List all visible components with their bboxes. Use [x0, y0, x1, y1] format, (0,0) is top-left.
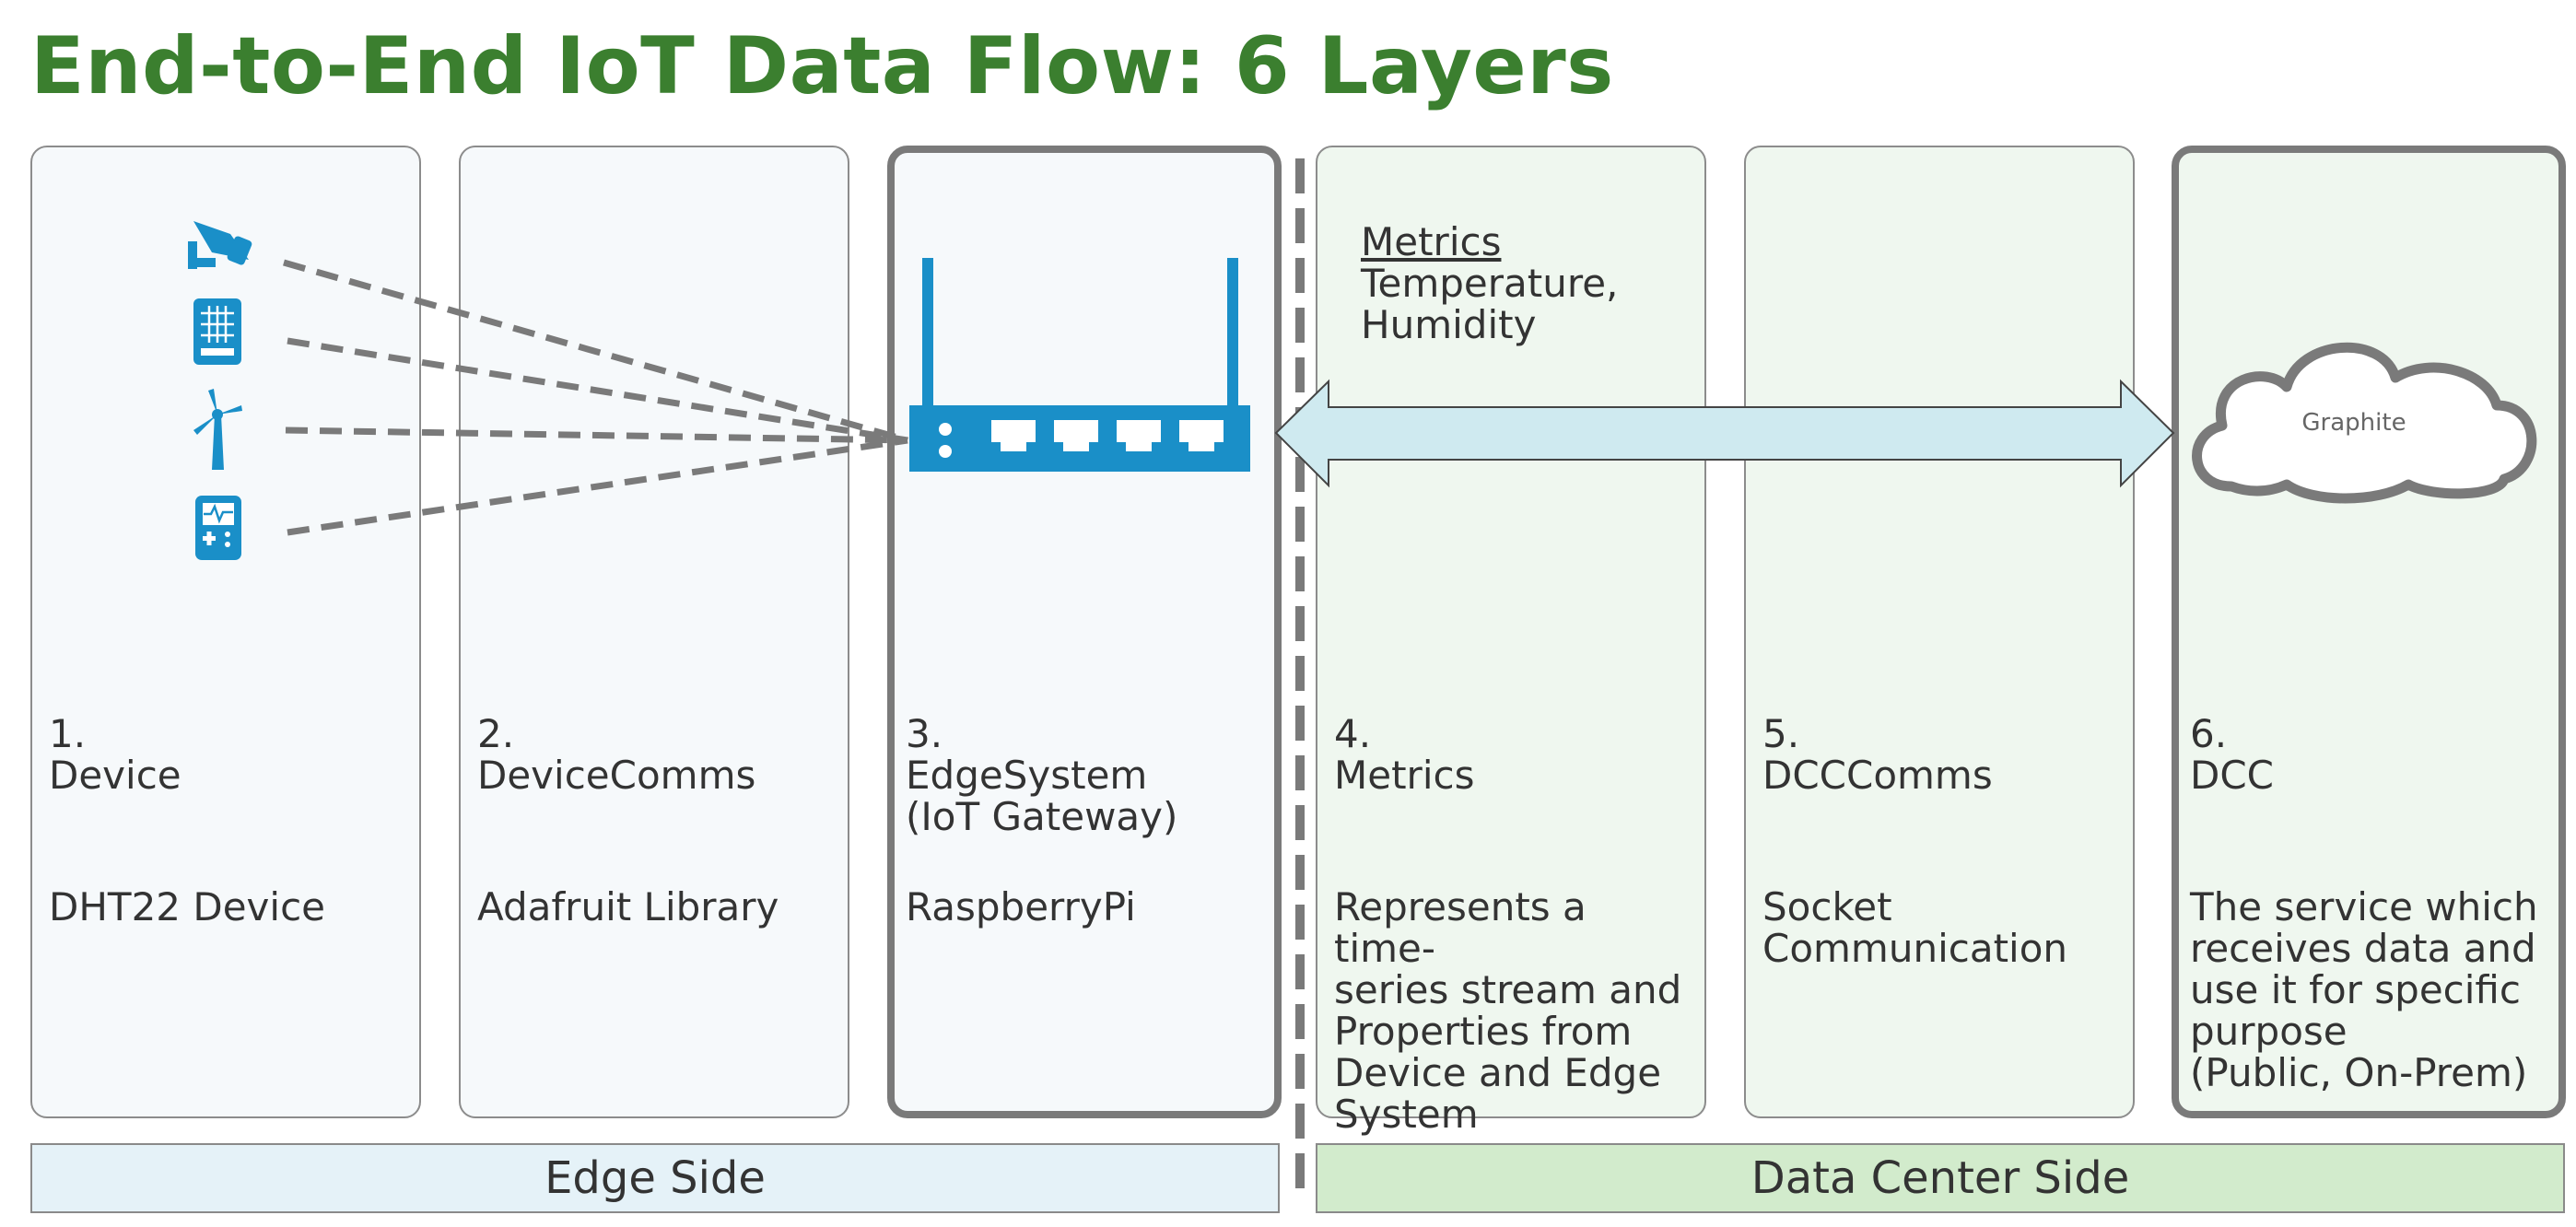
wind-turbine-icon — [193, 389, 242, 470]
layer-description: Socket Communication — [1762, 884, 2068, 971]
connector-line — [285, 427, 908, 444]
layer-text: 4. Metrics Represents a time- series str… — [1334, 713, 1692, 1135]
layer-description: Adafruit Library — [477, 884, 779, 929]
device-connectors — [283, 259, 908, 536]
layer-panel-dcc: 6. DCC The service which receives data a… — [2172, 146, 2566, 1118]
layer-name: Device — [49, 753, 181, 798]
edge-side-label: Edge Side — [544, 1152, 766, 1204]
edge-side-band: Edge Side — [30, 1143, 1280, 1213]
page-title: End-to-End IoT Data Flow: 6 Layers — [30, 20, 1614, 112]
layer-name: DCCComms — [1762, 753, 1993, 798]
layer-panel-device-comms: 2. DeviceComms Adafruit Library — [459, 146, 849, 1118]
data-center-side-band: Data Center Side — [1316, 1143, 2565, 1213]
connector-line — [283, 259, 908, 444]
layer-text: 1. Device DHT22 Device — [49, 713, 406, 928]
layer-panel-metrics: 4. Metrics Represents a time- series str… — [1316, 146, 1706, 1135]
layer-panel-edge-system: 3. EdgeSystem (IoT Gateway) RaspberryPi — [887, 146, 1282, 1118]
metrics-heading: Metrics — [1361, 219, 1502, 264]
medical-monitor-icon — [195, 496, 241, 560]
layer-name: Metrics — [1334, 753, 1475, 798]
layer-number: 4. — [1334, 711, 1372, 756]
layer-name: DeviceComms — [477, 753, 756, 798]
metrics-values: Temperature, Humidity — [1361, 261, 1619, 347]
layer-description: The service which receives data and use … — [2190, 884, 2538, 1095]
data-center-side-label: Data Center Side — [1751, 1152, 2130, 1204]
cloud-label: Graphite — [2301, 409, 2406, 437]
security-camera-icon — [188, 221, 252, 269]
layer-description: DHT22 Device — [49, 884, 326, 929]
layer-description: Represents a time- series stream and Pro… — [1334, 884, 1682, 1137]
router-icon — [909, 258, 1250, 472]
layer-text: 2. DeviceComms Adafruit Library — [477, 713, 835, 928]
layer-panel-dcc-comms: 5. DCCComms Socket Communication — [1744, 146, 2135, 1118]
connector-line — [287, 437, 908, 536]
layer-number: 5. — [1762, 711, 1800, 756]
layer-number: 2. — [477, 711, 515, 756]
layer-text: 3. EdgeSystem (IoT Gateway) RaspberryPi — [906, 713, 1261, 928]
connector-line — [287, 337, 908, 444]
layer-description: RaspberryPi — [906, 884, 1136, 929]
layer-text: 5. DCCComms Socket Communication — [1762, 713, 2120, 969]
layer-number: 1. — [49, 711, 87, 756]
layer-text: 6. DCC The service which receives data a… — [2190, 713, 2546, 1093]
metrics-note: Metrics Temperature, Humidity — [1361, 221, 1618, 345]
data-flow-arrow — [1274, 379, 2175, 488]
layer-name: DCC — [2190, 753, 2274, 798]
vending-machine-icon — [193, 298, 241, 365]
layer-number: 6. — [2190, 711, 2228, 756]
layer-name: EdgeSystem (IoT Gateway) — [906, 753, 1178, 839]
layer-number: 3. — [906, 711, 943, 756]
cloud-shape — [2192, 342, 2537, 504]
